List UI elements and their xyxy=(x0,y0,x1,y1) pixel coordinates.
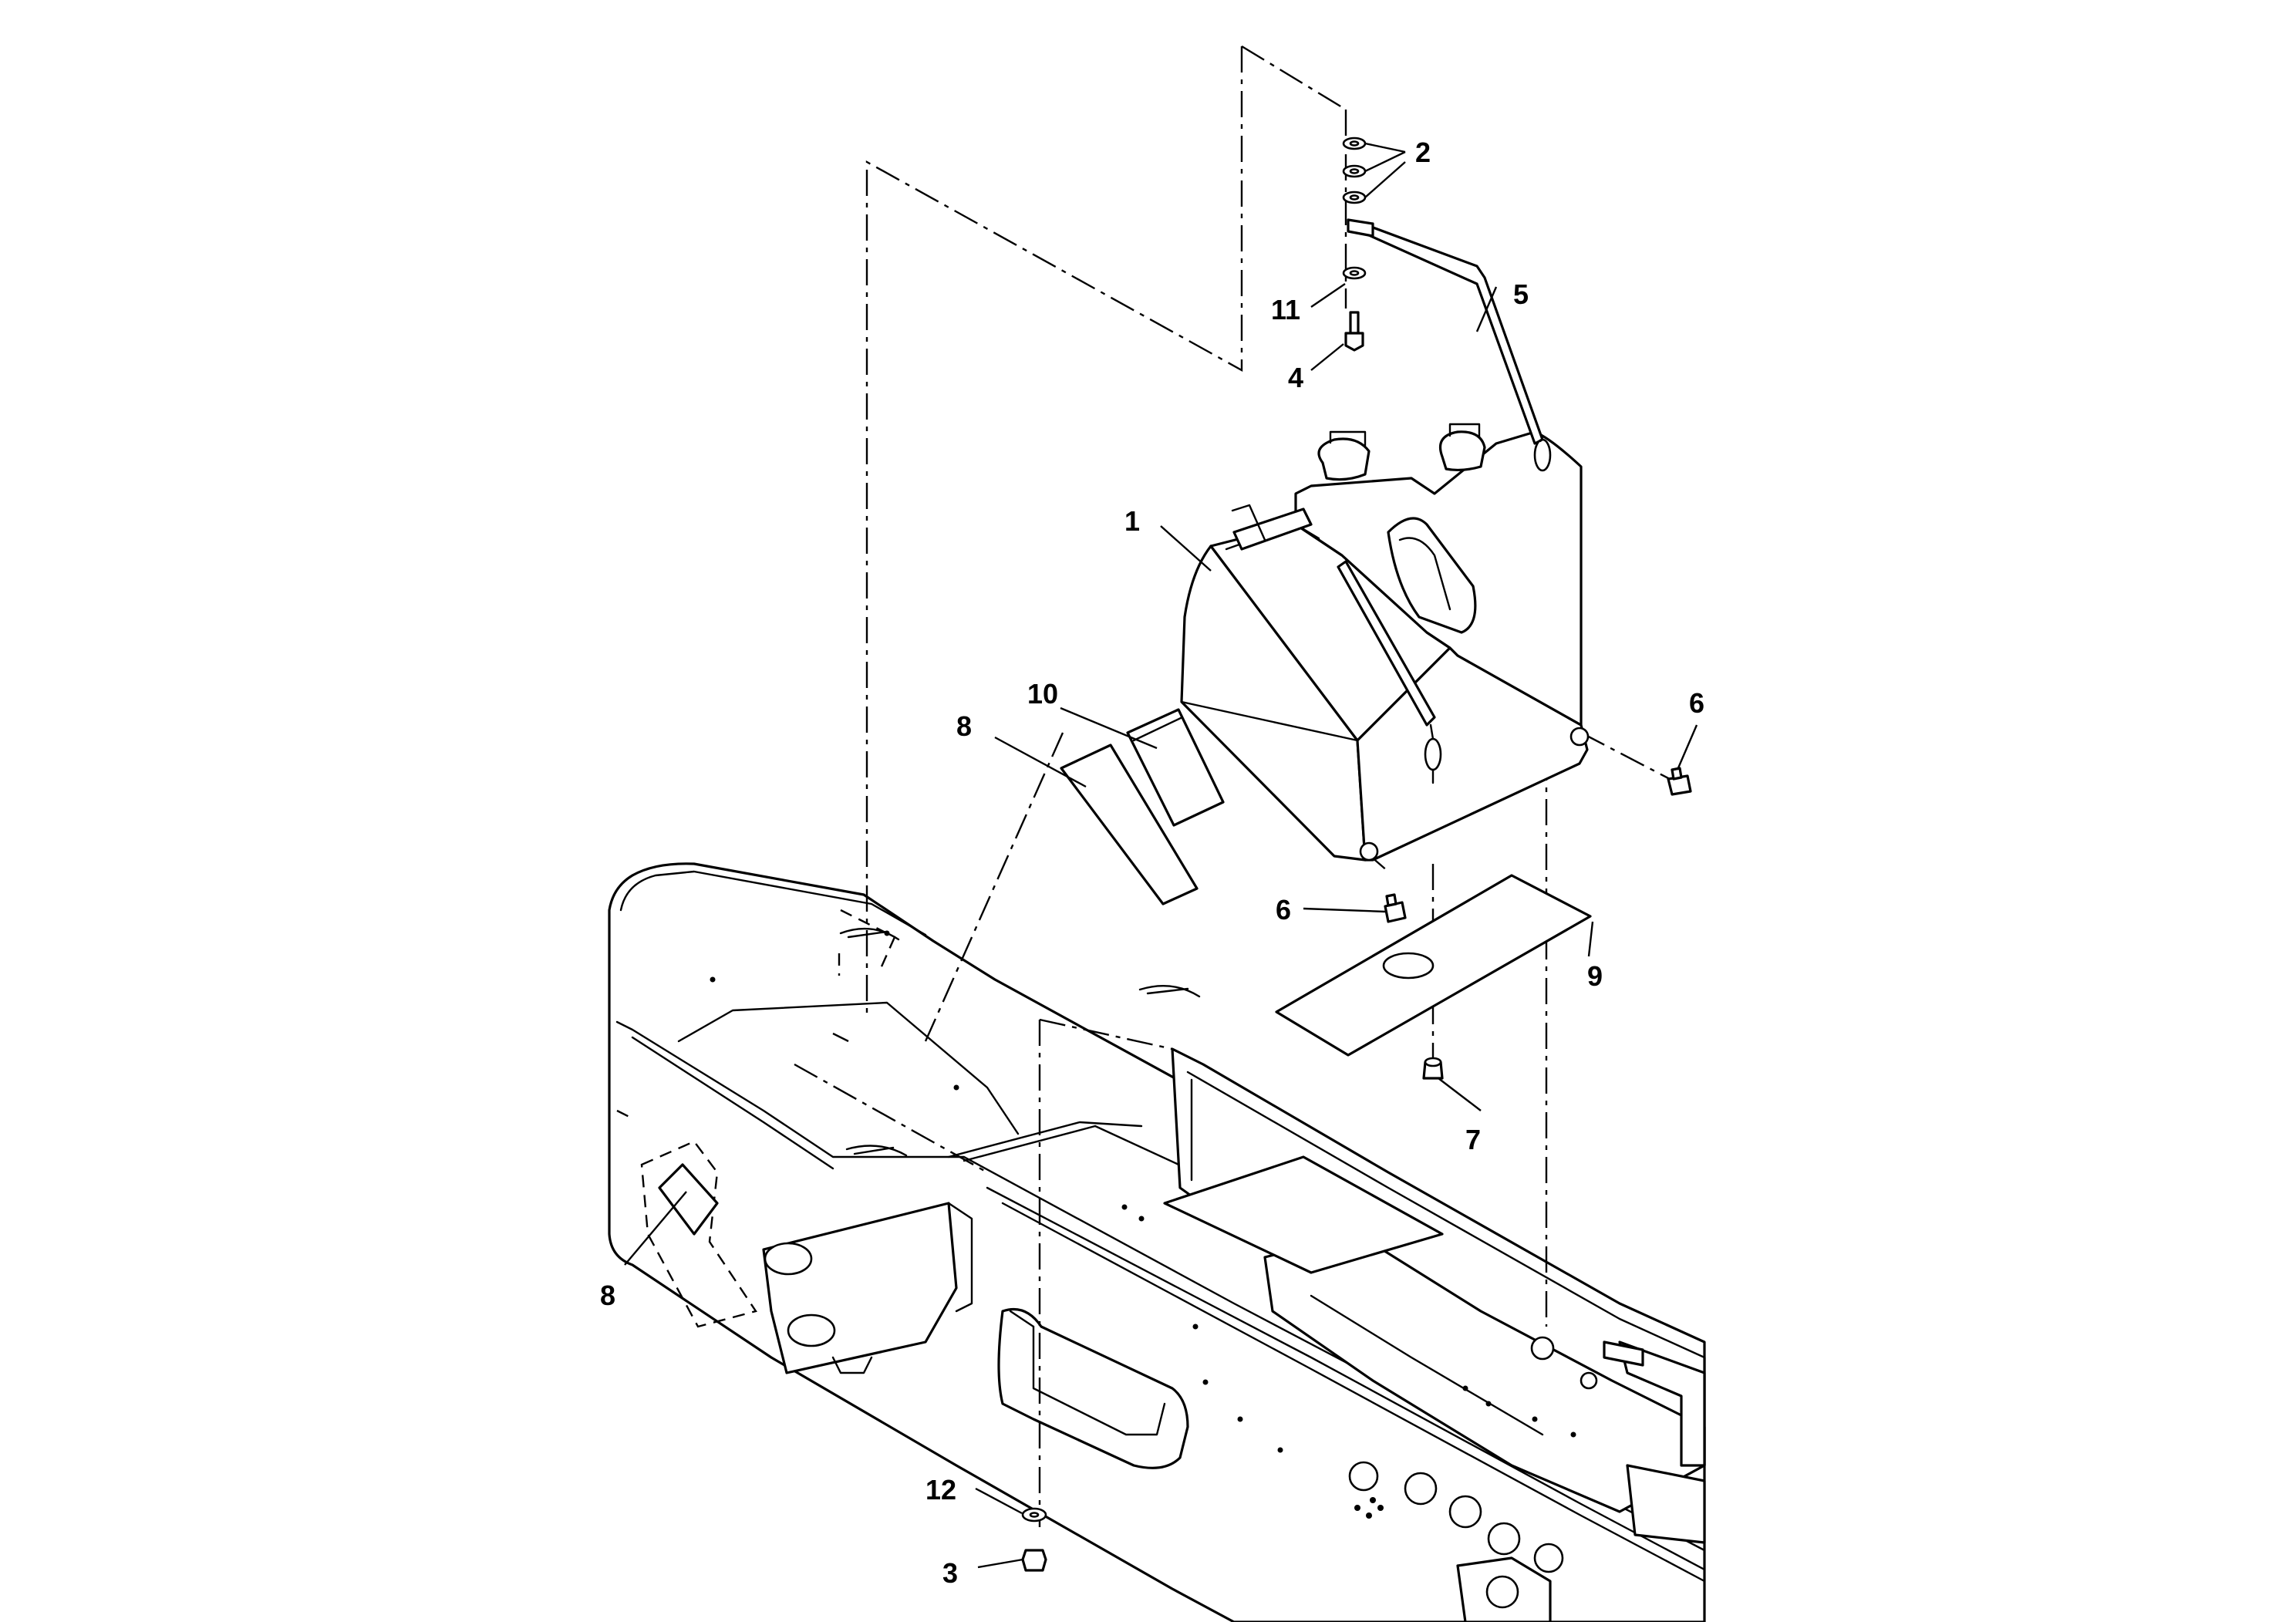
pad-9 xyxy=(1275,874,1592,1057)
callout-4: 4 xyxy=(1288,362,1303,393)
callout-7: 7 xyxy=(1465,1124,1481,1155)
hardware-stack xyxy=(1021,137,1367,1572)
callout-8-lower: 8 xyxy=(600,1280,615,1311)
tie-rod xyxy=(1347,218,1552,472)
machine-frame xyxy=(608,862,1706,1622)
callout-labels: 1 2 3 4 5 6 6 7 8 8 9 10 11 12 xyxy=(600,137,1704,1589)
callout-12: 12 xyxy=(925,1474,956,1506)
fitting-6-lower xyxy=(1384,893,1407,923)
pad-10 xyxy=(1126,708,1225,827)
drain-plug-7 xyxy=(1422,1057,1444,1080)
callout-2: 2 xyxy=(1415,137,1431,168)
fitting-6-right xyxy=(1667,767,1692,796)
callout-8-upper: 8 xyxy=(956,710,972,742)
pad-8-upper xyxy=(1060,744,1199,905)
callout-11: 11 xyxy=(1271,294,1300,325)
callout-6-right: 6 xyxy=(1689,687,1704,719)
callout-1: 1 xyxy=(1124,505,1140,537)
fuel-tank xyxy=(1180,423,1590,862)
callout-9: 9 xyxy=(1587,960,1603,992)
callout-3: 3 xyxy=(942,1557,958,1589)
callout-5: 5 xyxy=(1513,278,1529,310)
leader-lines xyxy=(624,142,1698,1569)
callout-10: 10 xyxy=(1027,678,1058,710)
callout-6-lower: 6 xyxy=(1276,894,1291,926)
